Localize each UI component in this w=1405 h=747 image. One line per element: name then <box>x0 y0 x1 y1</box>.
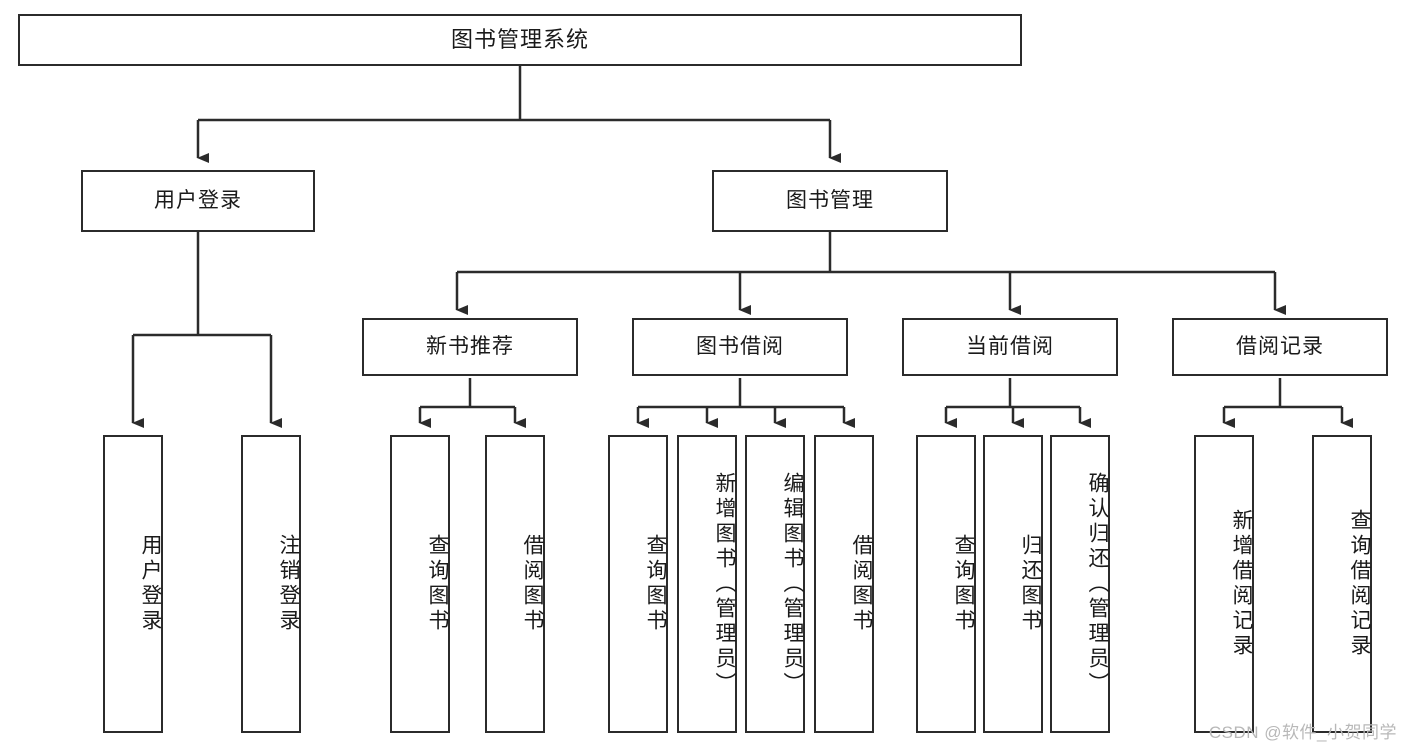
leaf-label: 注销登录 <box>277 534 300 634</box>
leaf-record-add[interactable]: 新增借阅记录 <box>1194 435 1254 733</box>
leaf-current-query-book[interactable]: 查询图书 <box>916 435 976 733</box>
watermark-text: CSDN @软件_小贺同学 <box>1208 723 1397 742</box>
node-user-login[interactable]: 用户登录 <box>81 170 315 232</box>
node-borrow-record[interactable]: 借阅记录 <box>1172 318 1388 376</box>
leaf-borrow-borrow-book[interactable]: 借阅图书 <box>814 435 874 733</box>
leaf-borrow-add-book[interactable]: 新增图书（管理员） <box>677 435 737 733</box>
leaf-new-book-borrow[interactable]: 借阅图书 <box>485 435 545 733</box>
leaf-user-login-login[interactable]: 用户登录 <box>103 435 163 733</box>
leaf-label: 查询借阅记录 <box>1348 509 1371 659</box>
leaf-label: 用户登录 <box>139 534 162 634</box>
node-current-borrow[interactable]: 当前借阅 <box>902 318 1118 376</box>
leaf-borrow-edit-book[interactable]: 编辑图书（管理员） <box>745 435 805 733</box>
leaf-current-return-book[interactable]: 归还图书 <box>983 435 1043 733</box>
leaf-borrow-query-book[interactable]: 查询图书 <box>608 435 668 733</box>
leaf-label: 编辑图书（管理员） <box>781 471 804 697</box>
leaf-user-login-logout[interactable]: 注销登录 <box>241 435 301 733</box>
leaf-label: 归还图书 <box>1019 534 1042 634</box>
leaf-new-book-query[interactable]: 查询图书 <box>390 435 450 733</box>
leaf-label: 查询图书 <box>952 534 975 634</box>
node-book-borrow[interactable]: 图书借阅 <box>632 318 848 376</box>
leaf-record-query[interactable]: 查询借阅记录 <box>1312 435 1372 733</box>
leaf-label: 新增图书（管理员） <box>713 471 736 697</box>
node-new-book-recommend[interactable]: 新书推荐 <box>362 318 578 376</box>
leaf-label: 借阅图书 <box>850 534 873 634</box>
node-book-management[interactable]: 图书管理 <box>712 170 948 232</box>
leaf-current-confirm-return[interactable]: 确认归还（管理员） <box>1050 435 1110 733</box>
leaf-label: 确认归还（管理员） <box>1086 471 1109 697</box>
leaf-label: 借阅图书 <box>521 534 544 634</box>
leaf-label: 查询图书 <box>426 534 449 634</box>
leaf-label: 新增借阅记录 <box>1230 509 1253 659</box>
node-root-system[interactable]: 图书管理系统 <box>18 14 1022 66</box>
leaf-label: 查询图书 <box>644 534 667 634</box>
